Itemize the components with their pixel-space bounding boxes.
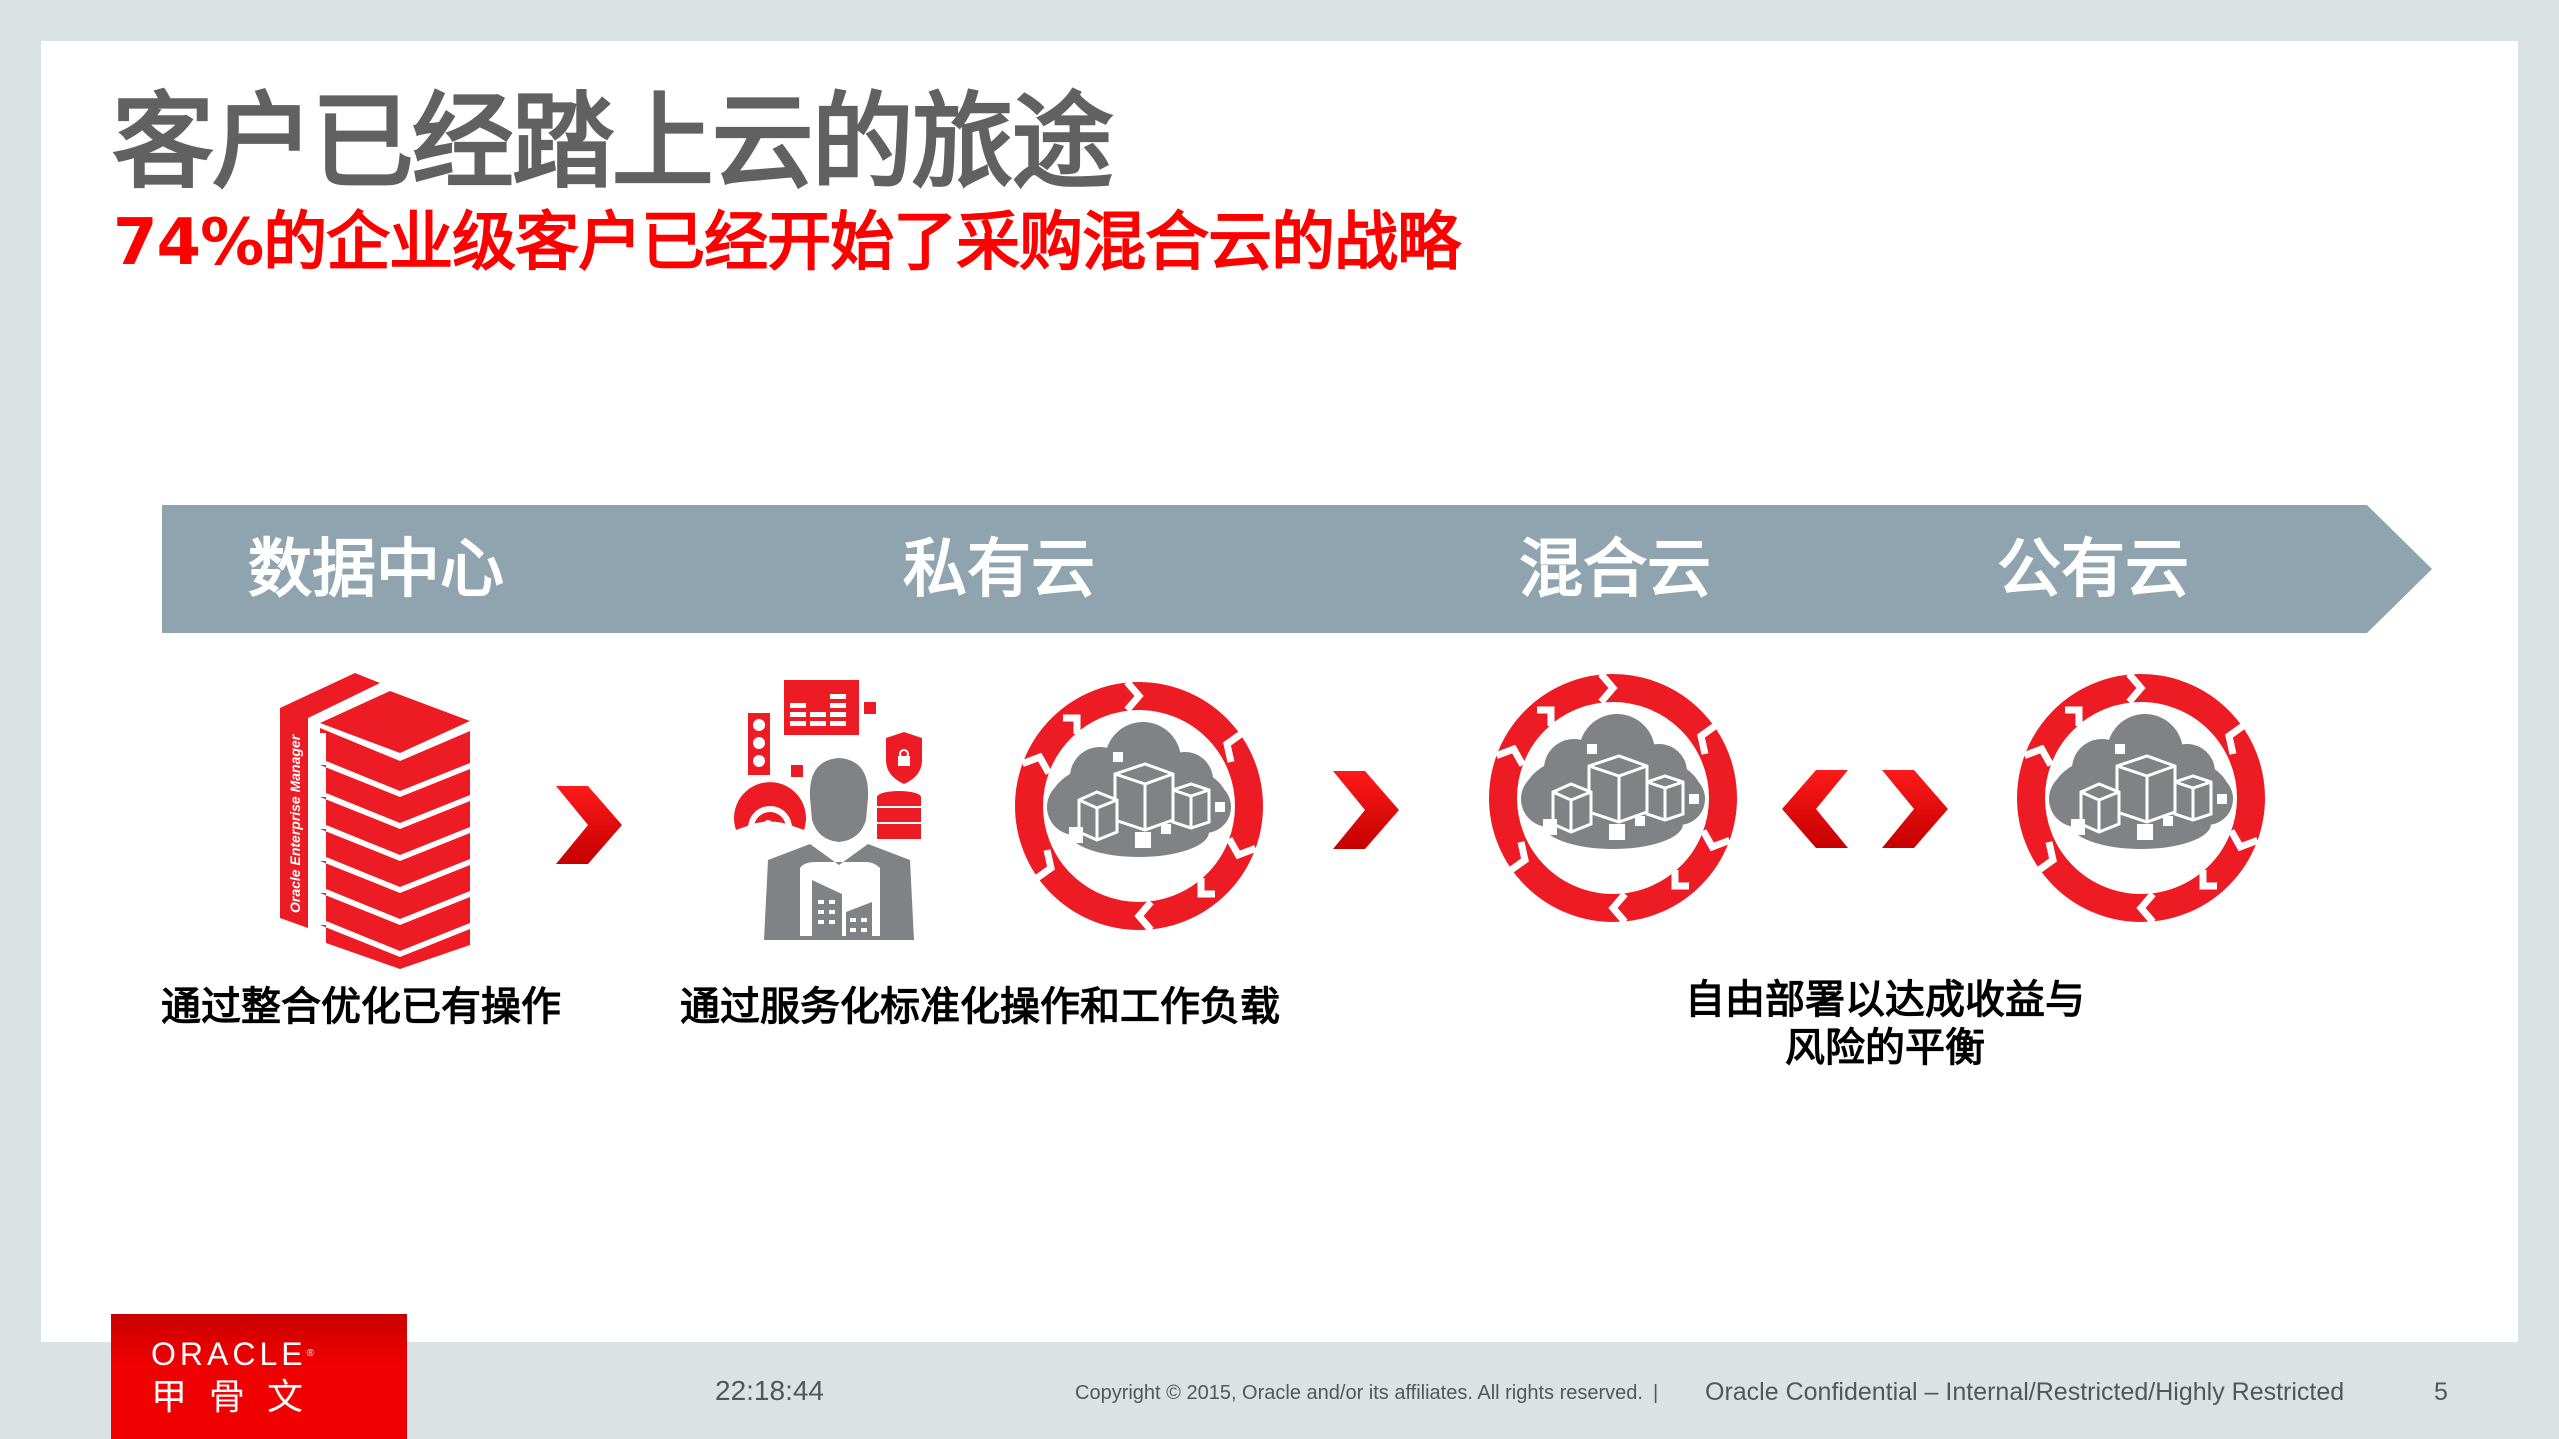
oracle-logo-chinese: 甲骨文 xyxy=(151,1377,326,1418)
oracle-logo: ORACLE® 甲骨文 xyxy=(111,1314,407,1439)
journey-banner-arrow xyxy=(162,505,2432,633)
caption-private-cloud: 通过服务化标准化操作和工作负载 xyxy=(680,984,1280,1030)
caption-hybrid-public-line1: 自由部署以达成收益与 xyxy=(1685,977,2085,1023)
cloud-cycle-icon-hybrid xyxy=(1489,674,1737,926)
page-subtitle: 74%的企业级客户已经开始了采购混合云的战略 xyxy=(113,206,1461,280)
stage-label-datacenter: 数据中心 xyxy=(248,533,504,607)
caption-hybrid-public-line2: 风险的平衡 xyxy=(1785,1025,1985,1071)
stage-label-hybrid-cloud: 混合云 xyxy=(1519,533,1711,607)
footer-time: 22:18:44 xyxy=(715,1375,824,1406)
chevron-right-icon xyxy=(556,786,622,868)
oracle-logo-wordmark: ORACLE® xyxy=(151,1336,314,1372)
server-side-text: Oracle Enterprise Manager xyxy=(287,733,303,913)
copyright-text: Copyright © 2015, Oracle and/or its affi… xyxy=(1075,1382,1643,1404)
chevron-right-icon xyxy=(1333,771,1399,853)
caption-datacenter: 通过整合优化已有操作 xyxy=(161,984,561,1030)
cloud-cycle-icon-public xyxy=(2017,674,2265,926)
stage-label-public-cloud: 公有云 xyxy=(1997,533,2189,607)
page-title: 客户已经踏上云的旅途 xyxy=(112,81,1114,203)
cloud-cycle-icon-private xyxy=(1015,682,1263,934)
stage-label-private-cloud: 私有云 xyxy=(903,533,1095,607)
footer-copyright: Copyright © 2015, Oracle and/or its affi… xyxy=(1075,1382,1668,1405)
footer-separator: | xyxy=(1652,1382,1659,1404)
caption-hybrid-public: 自由部署以达成收益与 风险的平衡 xyxy=(1645,976,2125,1072)
chevron-right-icon xyxy=(1882,770,1948,852)
footer-confidential: Oracle Confidential – Internal/Restricte… xyxy=(1705,1378,2345,1406)
banner-arrow-shape xyxy=(162,505,2432,633)
person-with-dashboard-icon xyxy=(734,680,944,940)
page-number: 5 xyxy=(2434,1378,2448,1406)
chevron-left-icon xyxy=(1782,770,1848,852)
server-stack-icon: Oracle Enterprise Manager xyxy=(280,673,470,969)
